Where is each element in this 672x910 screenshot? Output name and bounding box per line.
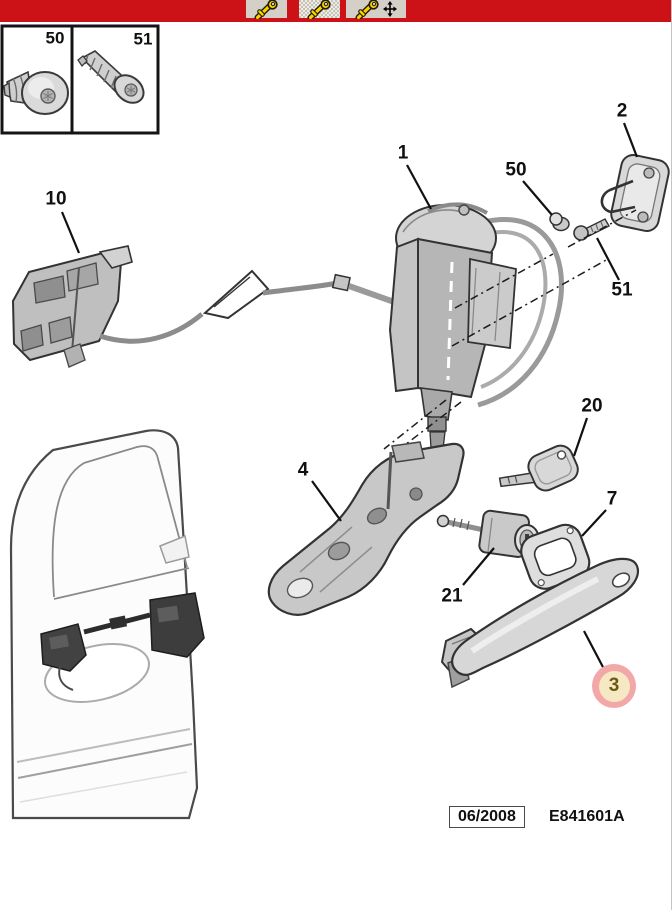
part-callout-51[interactable]: 51 [611,279,633,301]
part-callout-10[interactable]: 10 [45,188,67,210]
part-20-drawing [498,444,579,492]
key-zoom-icon [254,0,278,19]
door-drawing [9,429,205,820]
key-zoom-icon [355,0,379,19]
part-3-drawing [440,557,640,689]
part-callout-7[interactable]: 7 [606,488,618,510]
pan-arrows-icon [383,1,397,17]
part-2-drawing [600,154,670,232]
part-callout-2[interactable]: 2 [616,100,628,122]
leader-lines [60,122,639,670]
inset-label-50: 50 [45,28,65,48]
part-callout-50[interactable]: 50 [505,159,527,181]
part-50-screw-drawing [549,212,570,232]
screw-51-drawing [77,50,145,104]
part-callout-4[interactable]: 4 [297,459,309,481]
toolbar [0,0,671,22]
part-callout-21[interactable]: 21 [441,585,463,607]
key-zoom-icon [307,0,331,19]
part-7-drawing [520,523,591,590]
zoom-pan-button[interactable] [346,0,406,19]
diagram-reference-code: E841601A [549,808,625,825]
part-1-drawing [388,202,564,450]
zoom-button-2[interactable] [299,0,340,19]
part-callout-3-highlighted[interactable]: 3 [592,664,636,708]
inset-label-51: 51 [133,29,153,49]
assembly-dash-lines [383,209,637,452]
part-51-screw-drawing [573,218,610,241]
diagram-date-badge: 06/2008 [449,806,525,828]
part-10-drawing [11,245,399,368]
part-callout-3-label: 3 [598,670,630,702]
inset-box-51 [70,24,160,135]
part-callout-20[interactable]: 20 [581,395,603,417]
part-4-drawing [267,441,465,616]
inset-box-50 [0,24,74,135]
part-callout-1[interactable]: 1 [397,142,409,164]
zoom-button-1[interactable] [246,0,287,19]
screw-50-drawing [3,70,69,115]
